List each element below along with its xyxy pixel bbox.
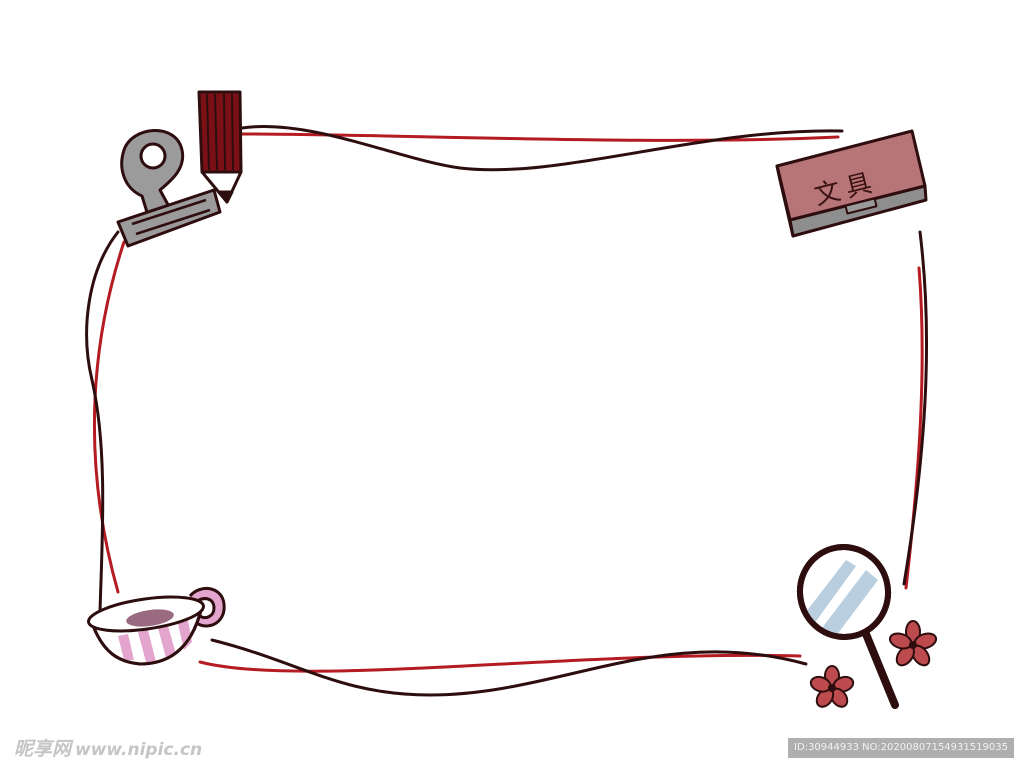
dark-frame-lines <box>85 125 929 697</box>
red-line-right <box>904 266 924 590</box>
site-watermark-url: www.nipic.cn <box>75 740 203 760</box>
dark-line-left <box>85 230 120 614</box>
dark-line-right <box>902 230 929 586</box>
red-line-top <box>236 132 840 142</box>
image-id-watermark: ID:30944933 NO:20200807154931519035 <box>788 738 1014 758</box>
dark-line-top <box>240 125 844 172</box>
flower-icon <box>809 620 938 708</box>
teacup-icon <box>87 587 226 666</box>
dark-line-bottom <box>210 638 808 697</box>
red-line-bottom <box>198 653 802 673</box>
flower-lower <box>809 665 855 708</box>
flower-upper <box>888 620 938 667</box>
binder-clip-icon <box>116 129 222 248</box>
hand-mirror-icon <box>796 544 899 709</box>
stationery-box-icon: 文具 <box>775 129 928 238</box>
red-frame-lines <box>92 132 924 673</box>
site-watermark-name: 昵享网 <box>14 738 72 760</box>
pencil-icon <box>197 90 243 204</box>
